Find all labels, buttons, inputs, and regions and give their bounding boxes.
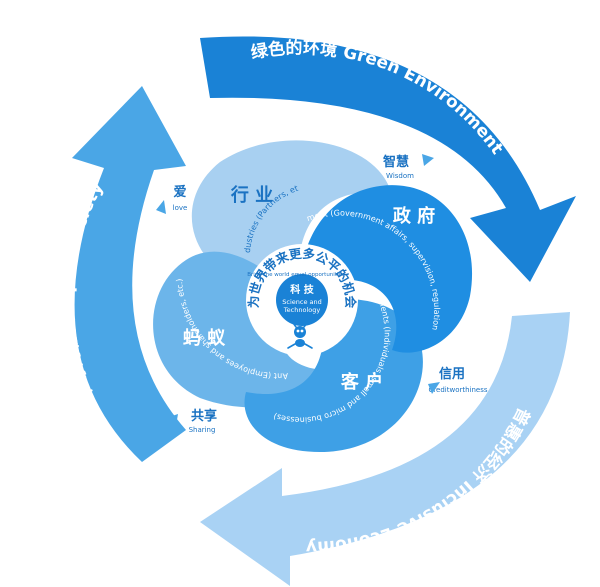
inclusive-economy-arrow <box>200 312 570 586</box>
wisdom-value: 智慧 Wisdom <box>383 154 434 180</box>
industries-label-cn: 行 业 <box>230 184 273 206</box>
wisdom-label-cn: 智慧 <box>383 154 409 170</box>
credit-label-cn: 信用 <box>439 366 465 382</box>
love-value: 爱 love <box>156 184 187 214</box>
credit-label-en: Creditworthiness <box>428 386 487 394</box>
technology-label-en-2: Technology <box>283 306 321 314</box>
green-environment-arrow <box>200 36 576 282</box>
triangle-marker-icon <box>422 154 434 166</box>
triangle-marker-icon <box>166 414 178 426</box>
government-label-cn: 政 府 <box>393 205 435 227</box>
government-petal <box>300 185 473 353</box>
sharing-label-cn: 共享 <box>191 408 217 424</box>
love-label-en: love <box>173 204 188 212</box>
triangle-marker-icon <box>428 382 440 394</box>
sharing-value: 共享 Sharing <box>166 408 217 434</box>
technology-label-cn: 科 技 <box>290 283 314 296</box>
ant-mascot-icon <box>287 319 313 349</box>
clients-label-cn: 客 户 <box>341 371 383 393</box>
mission-label-en: Bring the world equal opportunities <box>247 272 345 278</box>
technology-label-en-1: Science and <box>282 298 322 306</box>
sharing-label-en: Sharing <box>189 426 216 434</box>
technology-badge <box>276 274 328 326</box>
love-label-cn: 爱 <box>173 184 186 200</box>
clients-petal <box>244 298 423 452</box>
creditworthiness-value: 信用 Creditworthiness <box>428 366 488 394</box>
triangle-marker-icon <box>156 200 166 214</box>
wisdom-label-en: Wisdom <box>386 172 414 180</box>
industries-petal <box>191 140 392 291</box>
ant-label-cn: 蚂 蚁 <box>183 328 226 349</box>
equal-society-arrow <box>72 86 186 462</box>
